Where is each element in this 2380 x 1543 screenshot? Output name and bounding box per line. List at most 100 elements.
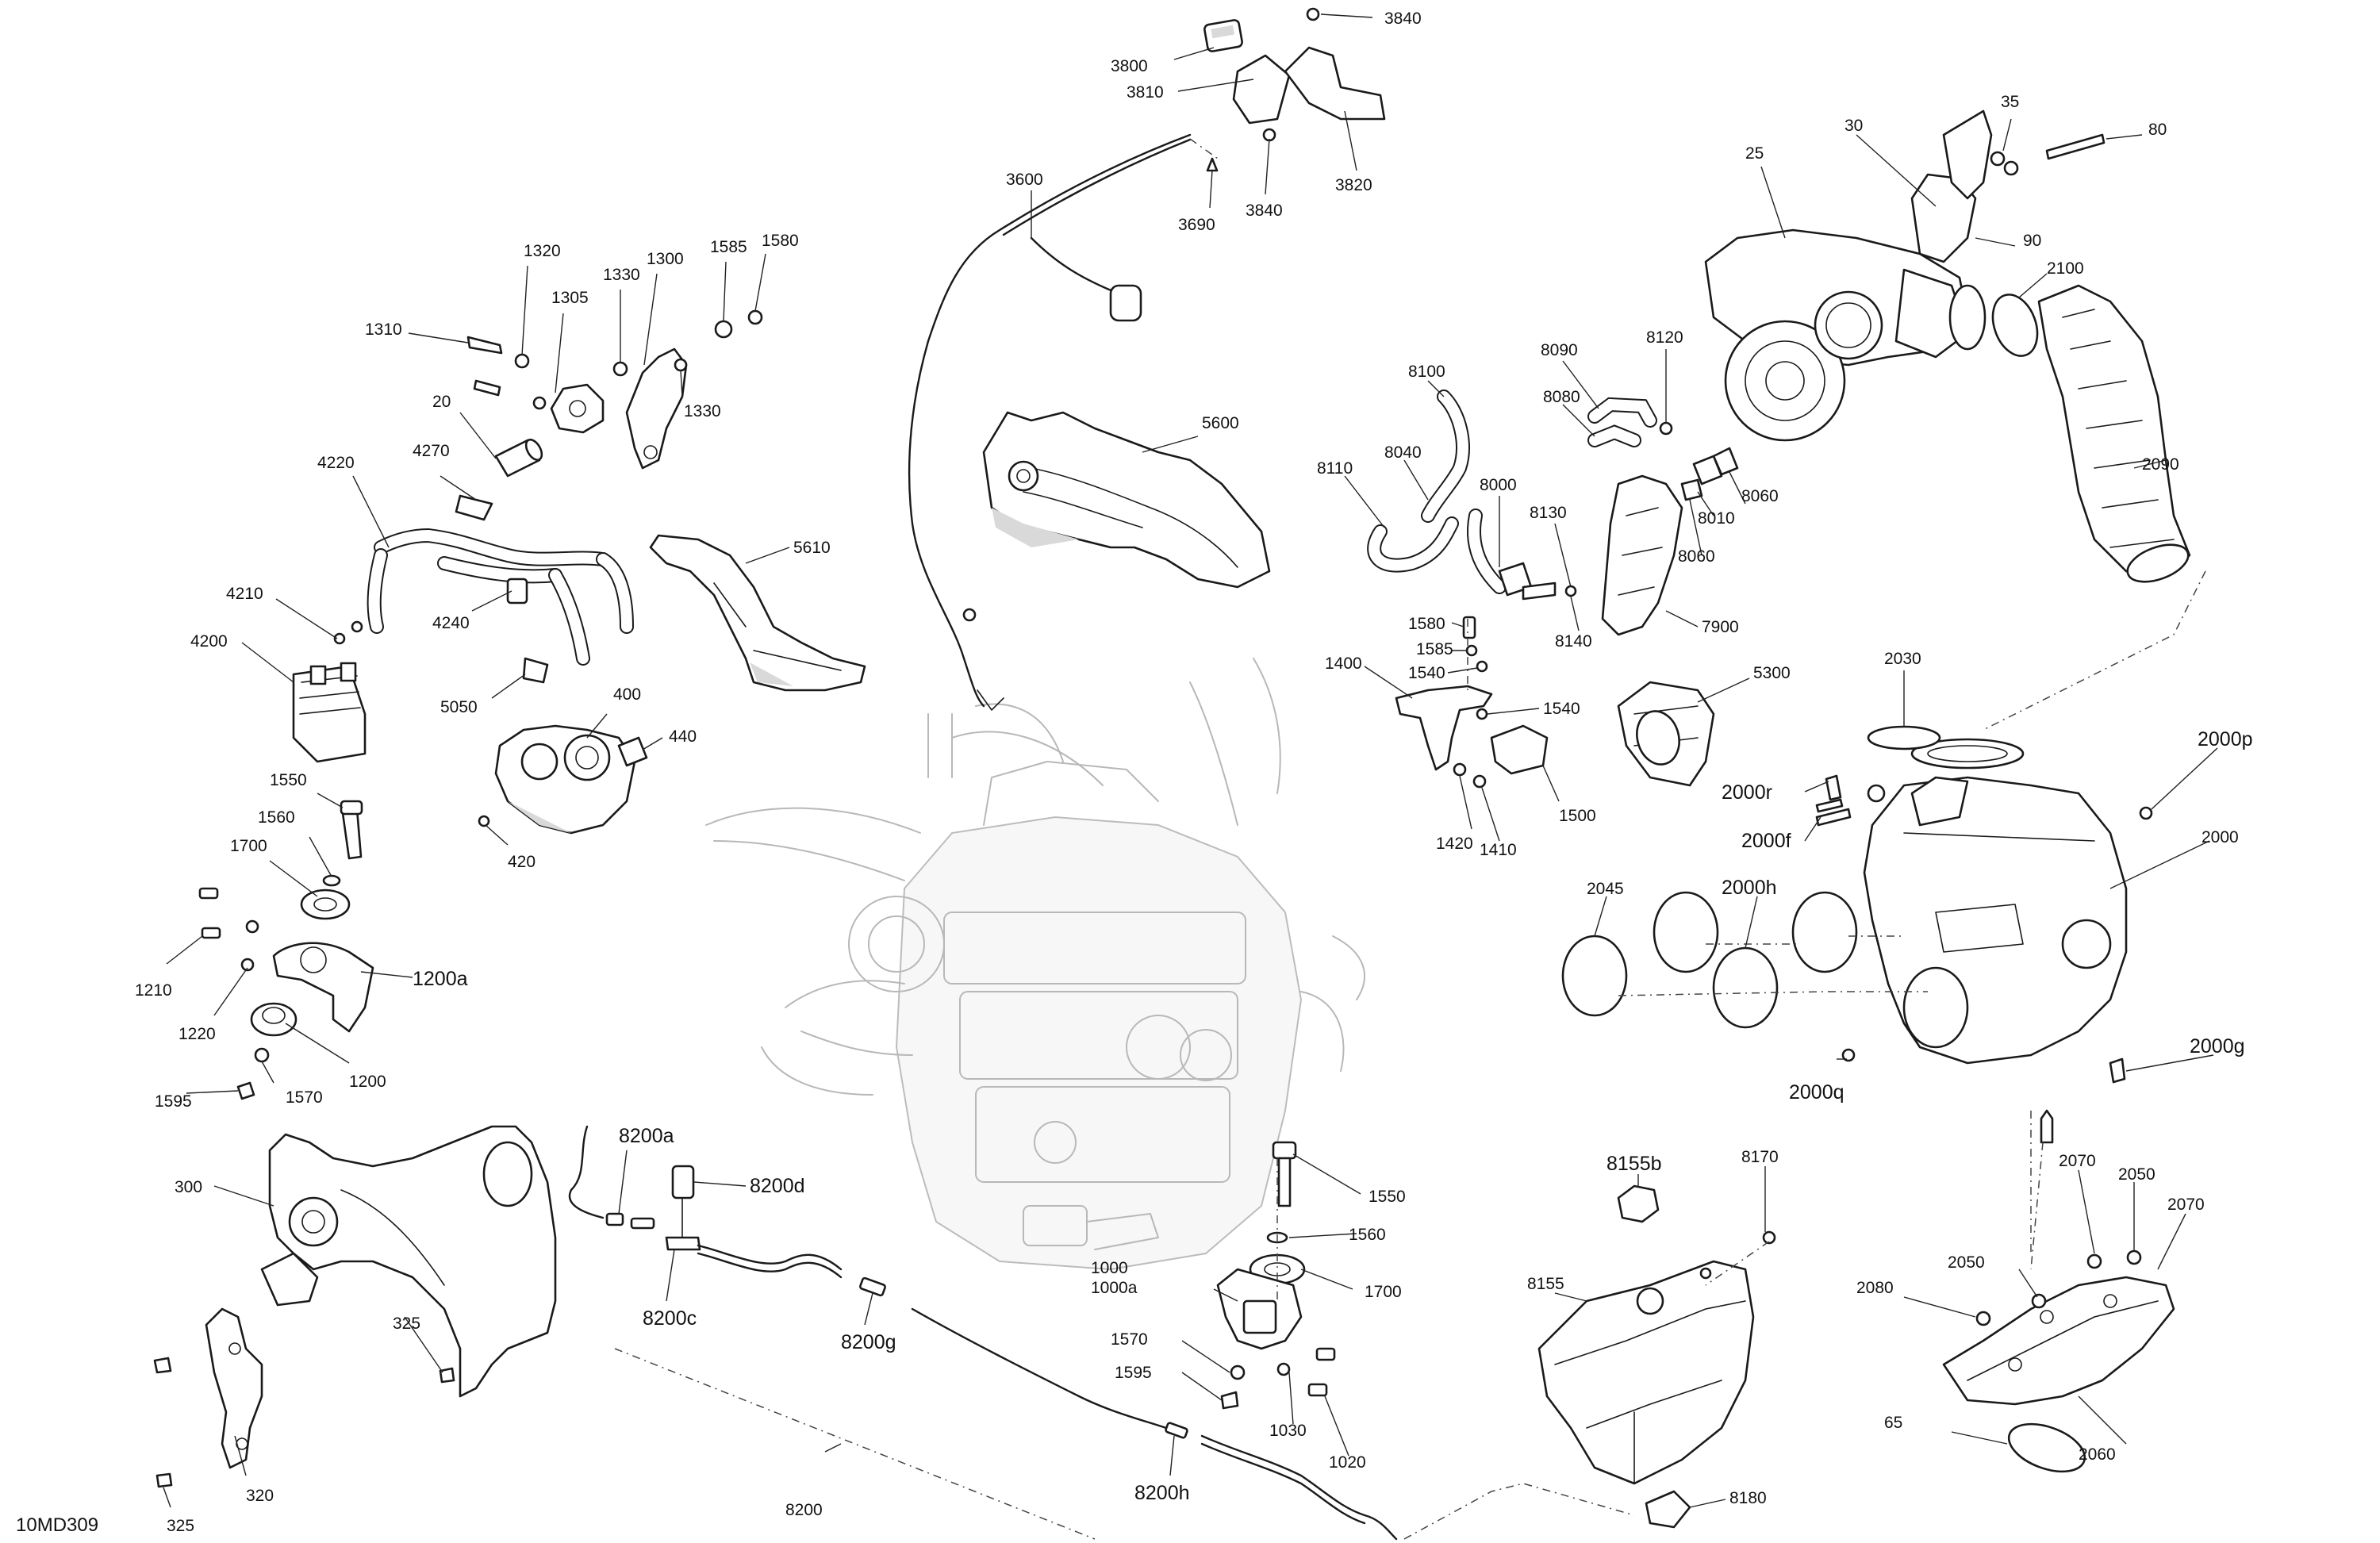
part-label: 90 (2023, 232, 2041, 250)
center-lines (614, 138, 2206, 1540)
part-label: 2000f (1741, 830, 1791, 852)
part-label: 1570 (1111, 1330, 1148, 1349)
part-label: 8100 (1408, 363, 1445, 381)
part-label: 8040 (1384, 443, 1422, 462)
part-label: 8140 (1555, 632, 1592, 651)
module-400 (478, 724, 648, 835)
part-label: 8110 (1317, 459, 1353, 478)
part-label: 2000g (2190, 1035, 2245, 1057)
cable-3600 (908, 133, 1192, 711)
part-label: 8130 (1530, 504, 1567, 522)
part-label: 4220 (317, 454, 355, 472)
engine-mount-1000 (1216, 1141, 1336, 1410)
part-label: 320 (246, 1487, 274, 1505)
part-label: 2050 (1948, 1253, 1985, 1272)
bracket-2060 (1942, 1109, 2175, 1473)
part-label: 420 (508, 853, 536, 871)
part-label: 8200h (1134, 1482, 1190, 1504)
part-label: 8170 (1741, 1148, 1779, 1166)
part-label: 1305 (551, 289, 589, 307)
part-label: 3800 (1111, 57, 1148, 75)
part-label: 3820 (1335, 176, 1372, 194)
leader-lines (163, 13, 2218, 1508)
part-label: 1500 (1559, 807, 1596, 825)
clamps-2045 (1561, 725, 1941, 1029)
part-label: 1020 (1329, 1453, 1366, 1472)
bracket-3820-group (1203, 7, 1386, 172)
part-label: 2100 (2047, 259, 2084, 278)
part-label: 35 (2001, 93, 2019, 111)
part-label: 8200g (841, 1331, 896, 1353)
part-label: 2045 (1587, 880, 1624, 898)
hose-set-8000 (1367, 390, 1739, 636)
housing-300 (153, 1125, 557, 1488)
part-label: 8155 (1527, 1275, 1564, 1293)
part-label: 1595 (1115, 1364, 1152, 1382)
part-label: 3840 (1246, 202, 1283, 220)
airbox-2000 (1841, 738, 2153, 1084)
part-label: 1585 (710, 238, 747, 256)
part-label: 2030 (1884, 650, 1921, 668)
part-label: 2070 (2059, 1152, 2096, 1170)
part-label: 2000p (2198, 728, 2253, 750)
part-label: 80 (2148, 121, 2167, 139)
engine-mount-1200 (198, 800, 374, 1100)
part-label: 5050 (440, 698, 478, 716)
reservoir-8155 (1537, 1184, 1776, 1529)
part-label: 8060 (1741, 487, 1779, 505)
part-label: 8080 (1543, 388, 1580, 406)
part-label: 8060 (1678, 547, 1715, 566)
turbocharger-25 (1704, 109, 2106, 442)
part-label: 3690 (1178, 216, 1215, 234)
part-label: 400 (613, 685, 641, 704)
part-label: 2000r (1722, 781, 1772, 804)
heat-shield-5610 (649, 534, 866, 692)
part-label: 2090 (2142, 455, 2179, 474)
part-label: 1585 (1416, 640, 1453, 658)
part-label: 8200 (785, 1501, 823, 1519)
part-label: 1220 (178, 1025, 216, 1043)
part-label: 2060 (2079, 1445, 2116, 1464)
part-label: 5610 (793, 539, 831, 557)
part-label: 1580 (1408, 615, 1445, 633)
part-label: 1200a (413, 968, 468, 990)
reference-code: 10MD309 (16, 1514, 98, 1536)
part-label: 8090 (1541, 341, 1578, 359)
part-label: 8180 (1729, 1489, 1767, 1507)
part-label: 1000a (1091, 1279, 1138, 1297)
part-label: 4200 (190, 632, 228, 651)
ignition-harness-4220 (292, 494, 634, 763)
part-label: 1700 (1365, 1283, 1402, 1301)
part-label: 1330 (603, 266, 640, 284)
part-label: 25 (1745, 144, 1764, 163)
part-label: 1310 (365, 320, 402, 339)
part-label: 5300 (1753, 664, 1791, 682)
part-label: 1200 (349, 1073, 386, 1091)
part-label: 8200d (750, 1175, 805, 1197)
part-label: 1570 (286, 1088, 323, 1107)
part-label: 8200a (619, 1125, 674, 1147)
part-label: 1540 (1408, 664, 1445, 682)
part-label: 1580 (762, 232, 799, 250)
part-label: 300 (175, 1178, 202, 1196)
part-label: 1550 (270, 771, 307, 789)
part-label: 1030 (1269, 1422, 1307, 1440)
part-label: 4210 (226, 585, 263, 603)
part-label: 1320 (524, 242, 561, 260)
intake-hose-2090 (2037, 284, 2191, 583)
part-label: 3840 (1384, 10, 1422, 28)
part-label: 20 (432, 393, 451, 411)
part-label: 7900 (1702, 618, 1739, 636)
part-label: 2000h (1722, 877, 1777, 899)
part-label: 2070 (2167, 1196, 2205, 1214)
part-label: 30 (1844, 117, 1863, 135)
engine-ghost (705, 658, 1365, 1271)
part-label: 440 (669, 727, 697, 746)
part-label: 1330 (684, 402, 721, 420)
part-label: 8200c (643, 1307, 697, 1330)
mount-1300-group (466, 309, 763, 478)
heat-shield-5600 (982, 411, 1271, 589)
part-label: 1420 (1436, 835, 1473, 853)
part-label: 4240 (432, 614, 470, 632)
part-label: 8120 (1646, 328, 1683, 347)
